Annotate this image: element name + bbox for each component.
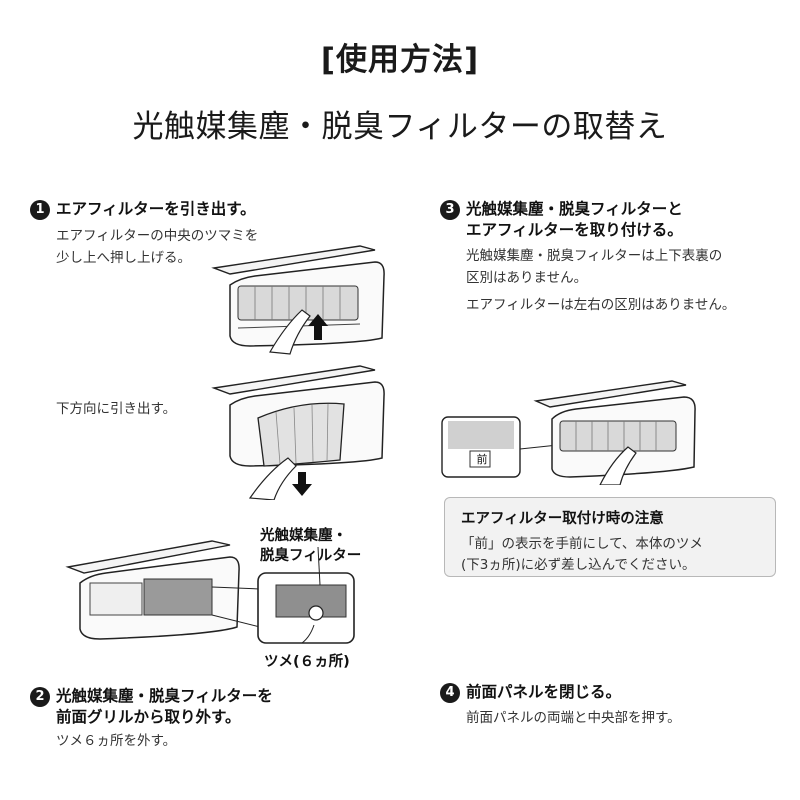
step-1-number: 1	[30, 200, 50, 220]
step-1-heading-text: エアフィルターを引き出す。	[56, 200, 256, 218]
step-4-number: 4	[440, 683, 460, 703]
note-line: エアフィルターは左右の区別はありません。	[466, 297, 736, 313]
step-2-heading: 2 光触媒集塵・脱臭フィルターを 前面グリルから取り外す。	[30, 686, 273, 728]
step-2-heading-line: 光触媒集塵・脱臭フィルターを	[56, 687, 273, 705]
step-1-heading: 1 エアフィルターを引き出す。	[30, 199, 256, 220]
step-3-note-2: エアフィルターは左右の区別はありません。	[466, 295, 735, 317]
hand-icon	[599, 446, 637, 485]
air-filter-icon	[257, 402, 345, 467]
hand-icon	[248, 457, 297, 500]
filter-corner-icon	[448, 421, 514, 449]
note-line: エアフィルターの中央のツマミを	[56, 228, 259, 244]
front-panel-icon	[65, 540, 231, 574]
front-tag-label: 前	[476, 453, 488, 466]
step-2-number: 2	[30, 687, 50, 707]
callout-line: 脱臭フィルター	[260, 548, 362, 565]
note-line: 区別はありません。	[466, 269, 588, 286]
step-1-note-2: 下方向に引き出す。	[56, 399, 176, 421]
caution-line: 「前」の表示を手前にして、本体のツメ	[461, 536, 703, 552]
caution-body: 「前」の表示を手前にして、本体のツメ (下3ヵ所)に必ず差し込んでください。	[461, 534, 761, 576]
arrow-up-icon	[308, 314, 328, 340]
air-filter-icon	[559, 420, 677, 452]
step-3-note: 光触媒集塵・脱臭フィルターは上下表裏の 区別はありません。	[466, 246, 722, 290]
caution-title: エアフィルター取付け時の注意	[461, 511, 664, 527]
ac-unit-figure-push-up	[211, 245, 385, 355]
page-title: 光触媒集塵・脱臭フィルターの取替え	[132, 109, 668, 145]
filter-callout: 光触媒集塵・ 脱臭フィルター	[260, 526, 361, 567]
step-4-heading-text: 前面パネルを閉じる。	[466, 683, 622, 701]
front-panel-icon	[211, 245, 376, 275]
deodorizing-filter-icon	[143, 578, 213, 616]
note-line: ツメ６ヵ所を外す。	[56, 733, 177, 749]
callout-line: 光触媒集塵・	[260, 528, 347, 544]
ac-unit-figure-pull-down	[211, 365, 385, 500]
note-line: 下方向に引き出す。	[56, 401, 177, 417]
tab-clip-icon	[308, 605, 324, 621]
note-line: 前面パネルの両端と中央部を押す。	[466, 710, 681, 726]
step-3-heading-line: 光触媒集塵・脱臭フィルターと	[466, 200, 683, 218]
hand-icon	[269, 309, 311, 355]
step-1-note: エアフィルターの中央のツマミを 少し上へ押し上げる。	[56, 226, 258, 270]
front-panel-icon	[533, 380, 687, 408]
tab-callout: ツメ(６ヵ所)	[264, 654, 350, 670]
ac-unit-figure-install-filter	[441, 380, 696, 485]
front-panel-icon	[211, 365, 376, 395]
step-4-heading: 4 前面パネルを閉じる。	[440, 682, 621, 703]
arrow-down-icon	[292, 472, 312, 496]
note-line: 光触媒集塵・脱臭フィルターは上下表裏の	[466, 248, 723, 264]
front-tag-box	[469, 450, 491, 468]
step-4-note: 前面パネルの両端と中央部を押す。	[466, 708, 681, 730]
ac-unit-figure-remove-filter	[65, 540, 355, 644]
note-line: 少し上へ押し上げる。	[56, 249, 191, 266]
caution-box: エアフィルター取付け時の注意 「前」の表示を手前にして、本体のツメ (下3ヵ所)…	[444, 497, 776, 577]
step-2-note: ツメ６ヵ所を外す。	[56, 731, 176, 753]
step-3-heading-line: エアフィルターを取り付ける。	[466, 220, 683, 239]
step-2-heading-line: 前面グリルから取り外す。	[56, 707, 241, 726]
step-3-number: 3	[440, 200, 460, 220]
caution-line: (下3ヵ所)に必ず差し込んでください。	[461, 556, 696, 573]
section-label: [使用方法]	[320, 42, 480, 78]
step-3-heading: 3 光触媒集塵・脱臭フィルターと エアフィルターを取り付ける。	[440, 199, 683, 241]
